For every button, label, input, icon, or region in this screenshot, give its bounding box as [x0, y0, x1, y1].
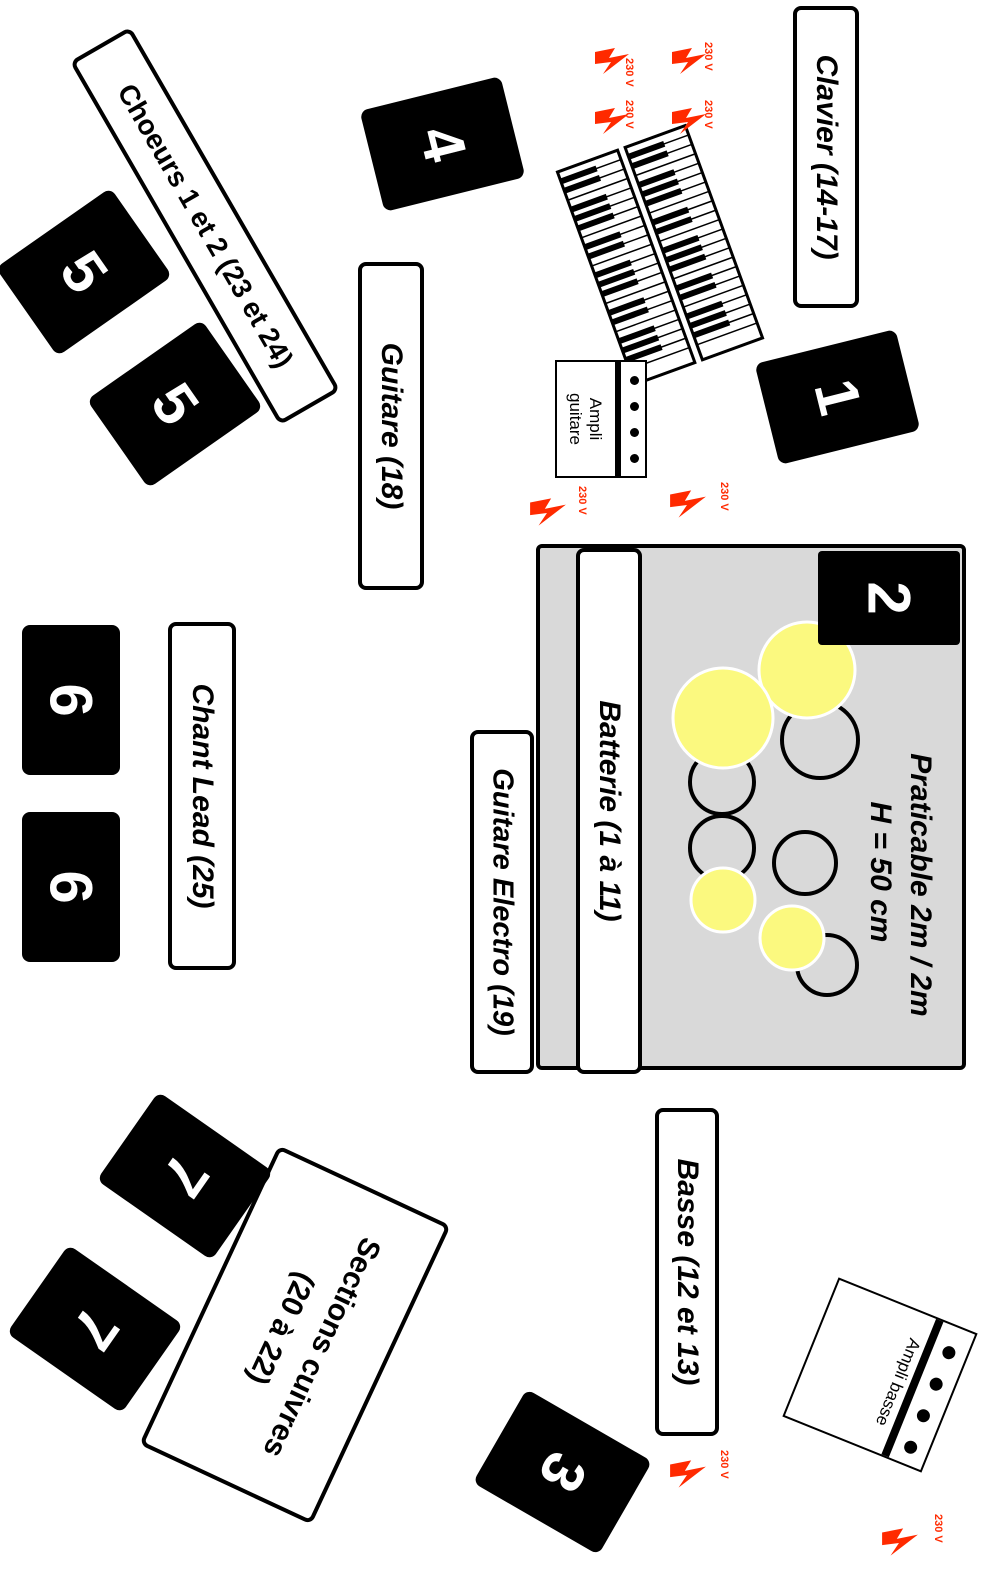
monitor-7b-number: 7 — [57, 1296, 133, 1362]
monitor-7b: 7 — [6, 1244, 184, 1414]
monitor-5a-number: 5 — [46, 239, 122, 305]
monitor-6a-number: 6 — [37, 683, 105, 717]
chant-lead-label-text: Chant Lead (25) — [186, 683, 219, 909]
monitor-6a: 6 — [22, 625, 120, 775]
lightning-icon — [672, 48, 706, 74]
monitor-5b-number: 5 — [137, 371, 213, 437]
monitor-3-number: 3 — [525, 1440, 600, 1504]
drum-shell — [772, 830, 838, 896]
clavier-label-text: Clavier (14-17) — [810, 54, 843, 260]
guitar-amp-knobs — [627, 372, 641, 468]
batterie-label-text: Batterie (1 à 11) — [593, 700, 626, 922]
lightning-icon — [670, 490, 706, 518]
lightning-icon — [530, 498, 566, 526]
basse-label: Basse (12 et 13) — [655, 1108, 719, 1436]
power-outlet-4-label: 230 V — [702, 100, 714, 129]
guitare-electro-label-text: Guitare Electro (19) — [486, 768, 519, 1036]
keyboard-icon — [555, 123, 765, 387]
monitor-1: 1 — [754, 329, 921, 465]
lightning-icon — [595, 108, 629, 134]
bass-amp: Ampli basse — [782, 1277, 978, 1473]
power-outlet-2-label: 230 V — [702, 42, 714, 71]
cymbal — [758, 904, 826, 972]
power-outlet-4: 230 V — [670, 100, 730, 160]
cymbal — [671, 666, 775, 770]
lightning-icon — [882, 1528, 918, 1556]
guitare-electro-label: Guitare Electro (19) — [470, 730, 534, 1074]
monitor-6b-number: 6 — [37, 870, 105, 904]
monitor-2-number: 2 — [855, 581, 923, 615]
guitare-label-text: Guitare (18) — [375, 342, 408, 510]
monitor-4-number: 4 — [405, 119, 480, 169]
power-outlet-7-label: 230 V — [718, 1450, 730, 1479]
batterie-label: Batterie (1 à 11) — [576, 548, 642, 1074]
monitor-3: 3 — [472, 1388, 653, 1556]
cymbal — [689, 866, 757, 934]
power-outlet-5-label: 230 V — [576, 486, 588, 515]
power-outlet-8: 230 V — [880, 1512, 944, 1572]
power-outlet-6: 230 V — [668, 478, 730, 538]
power-outlet-2: 230 V — [670, 38, 730, 98]
monitor-4: 4 — [359, 76, 526, 212]
monitor-5a: 5 — [0, 187, 173, 357]
power-outlet-6-label: 230 V — [718, 482, 730, 511]
basse-label-text: Basse (12 et 13) — [671, 1158, 704, 1386]
drum-kit — [671, 620, 860, 997]
guitar-amp-label-line1: Ampli — [586, 397, 605, 441]
guitar-amp-label: Ampli guitare — [557, 362, 615, 476]
monitor-6b: 6 — [22, 812, 120, 962]
guitar-amp: Ampli guitare — [555, 360, 647, 478]
lightning-icon — [595, 48, 629, 74]
riser-caption-line1: Praticable 2m / 2m — [904, 753, 937, 1017]
chant-lead-label: Chant Lead (25) — [168, 622, 236, 970]
power-outlet-5: 230 V — [528, 482, 588, 542]
power-outlet-3-label: 230 V — [623, 100, 635, 129]
power-outlet-7: 230 V — [668, 1448, 730, 1508]
lightning-icon — [672, 108, 706, 134]
monitor-2: 2 — [818, 551, 960, 645]
clavier-label: Clavier (14-17) — [793, 6, 859, 308]
guitar-amp-stripe — [615, 362, 621, 476]
cymbal — [757, 620, 857, 720]
power-outlet-1-label: 230 V — [623, 58, 635, 87]
guitar-amp-label-line2: guitare — [566, 393, 585, 445]
power-outlet-3: 230 V — [593, 100, 653, 160]
power-outlet-1: 230 V — [593, 38, 653, 98]
monitor-1-number: 1 — [800, 372, 875, 422]
monitor-7a-number: 7 — [147, 1143, 223, 1209]
lightning-icon — [670, 1460, 706, 1488]
guitare-label: Guitare (18) — [358, 262, 424, 590]
power-outlet-8-label: 230 V — [932, 1514, 944, 1543]
